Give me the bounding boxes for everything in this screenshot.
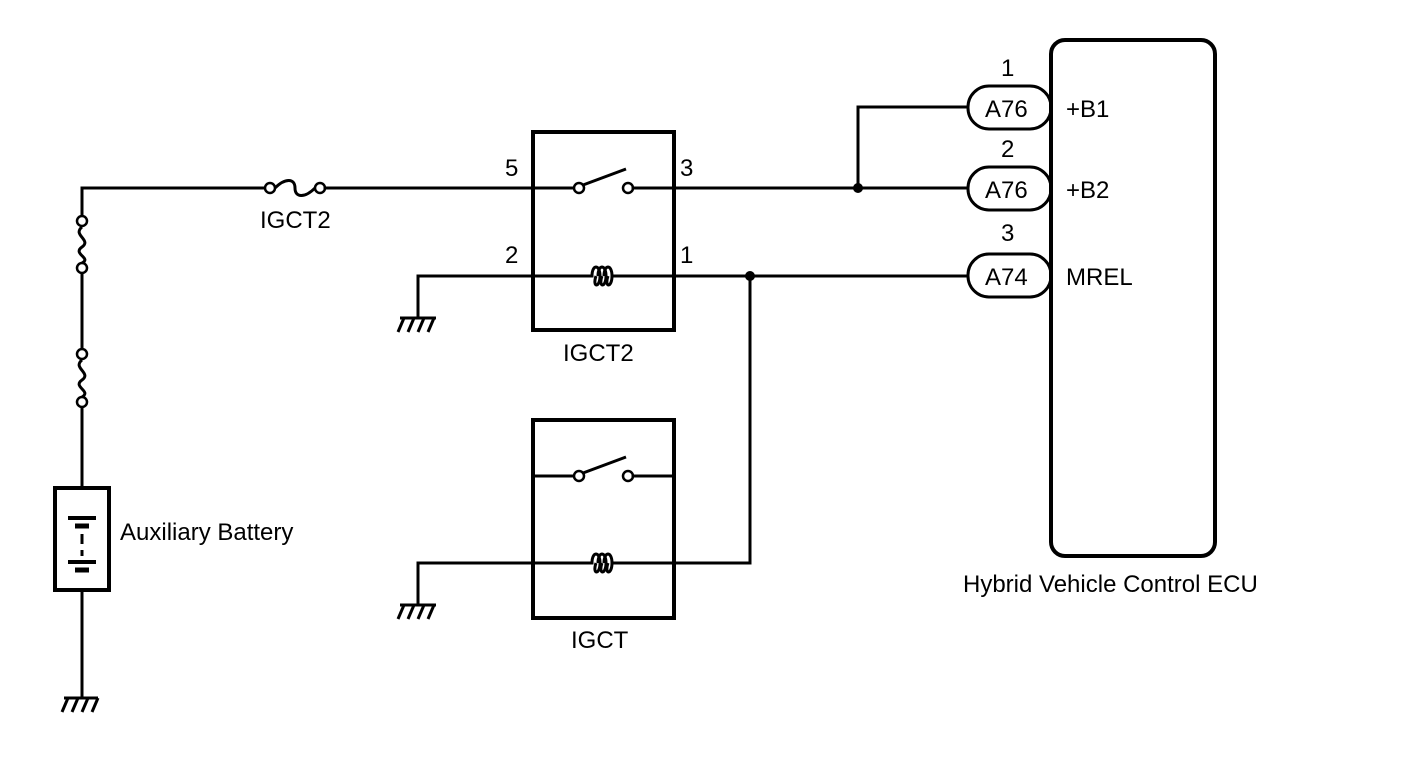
ecu-pin-mrel: A74 3 MREL	[966, 220, 1133, 299]
ecu-pin-b2: A76 2 +B2	[966, 136, 1109, 212]
fusible-link-icon	[75, 214, 89, 275]
pin-number: 2	[1001, 136, 1014, 163]
ecu-label: Hybrid Vehicle Control ECU	[963, 571, 1258, 598]
relay-igct2-pin1: 1	[680, 242, 693, 269]
relay-igct-label: IGCT	[571, 627, 629, 654]
ground-icon	[60, 696, 100, 713]
b-supply-wire	[672, 105, 970, 193]
main-supply-wire	[80, 186, 267, 700]
ecu-box	[1049, 38, 1217, 558]
pin-number: 1	[1001, 55, 1014, 82]
mrel-wire	[672, 271, 970, 565]
relay-igct2	[531, 130, 676, 332]
ground-icon	[396, 603, 436, 620]
relay-igct2-pin3: 3	[680, 155, 693, 182]
pin-number: 3	[1001, 220, 1014, 247]
ecu-pin-b1: A76 1 +B1	[966, 55, 1109, 131]
battery-icon	[53, 486, 111, 592]
signal-label: MREL	[1066, 264, 1133, 291]
connector-label: A76	[985, 177, 1028, 204]
relay-igct2-label: IGCT2	[563, 340, 634, 367]
signal-label: +B2	[1066, 177, 1109, 204]
relay-igct	[531, 418, 676, 620]
connector-label: A74	[985, 264, 1028, 291]
relay-igct2-pin5: 5	[505, 155, 518, 182]
fusible-link-icon	[75, 347, 89, 409]
fuse-label: IGCT2	[260, 207, 331, 234]
signal-label: +B1	[1066, 96, 1109, 123]
battery-label: Auxiliary Battery	[120, 519, 293, 546]
relay-igct2-pin2: 2	[505, 242, 518, 269]
ground-icon	[396, 316, 436, 333]
fuse-icon	[263, 179, 327, 197]
connector-label: A76	[985, 96, 1028, 123]
